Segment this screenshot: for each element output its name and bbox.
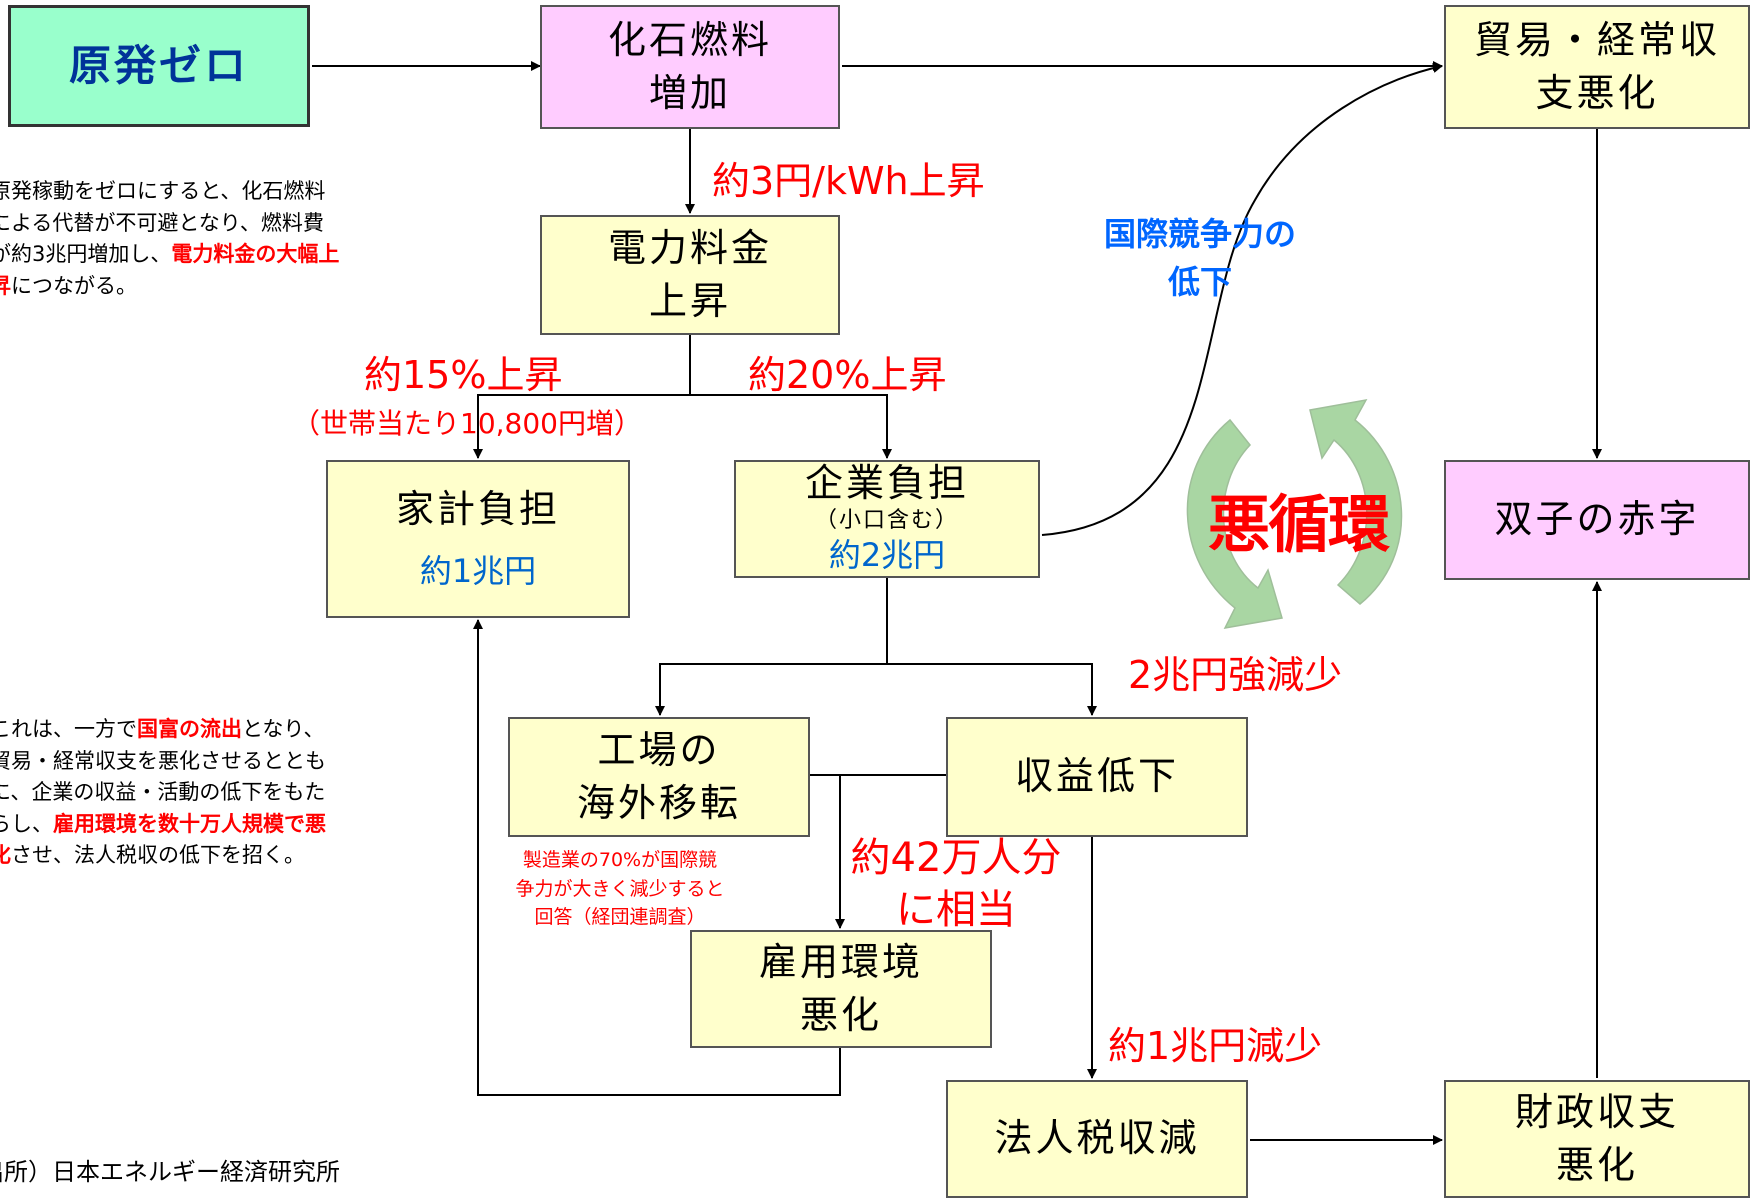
node-fiscal-balance: 財政収支 悪化 [1444,1080,1750,1198]
label-survey-note: 製造業の70%が国際競 争力が大きく減少すると 回答（経団連調査） [470,846,770,932]
node-power-price-line1: 電力料金 [607,225,772,270]
curve-competitiveness [1041,63,1443,536]
explanation-paragraph-2: これは、一方で国富の流出となり、貿易・経常収支を悪化させるとともに、企業の収益・… [0,714,340,872]
label-jobs-equivalent: 約42万人分 に相当 [826,832,1086,936]
node-factory-line2: 海外移転 [576,781,741,825]
node-employment: 雇用環境 悪化 [690,930,992,1048]
node-household-value: 約1兆円 [419,551,537,590]
p2-highlight-1: 国富の流出 [137,717,242,741]
node-fiscal-line1: 財政収支 [1514,1089,1679,1134]
p2-before: これは、一方で [0,717,137,741]
label-competitiveness: 国際競争力の 低下 [1060,210,1340,306]
arrow-corporate-split-right [887,663,1097,716]
arrow-corporate-split-left [655,578,888,716]
label-competitiveness-line2: 低下 [1167,263,1232,301]
node-corporate-title: 企業負担 [804,461,969,506]
node-corporate-sub: （小口含む） [814,507,959,533]
node-factory-relocation: 工場の 海外移転 [508,717,810,837]
label-vicious-cycle: 悪循環 [1208,488,1390,561]
node-corporate-tax-label: 法人税収減 [994,1116,1200,1161]
p1-before: 原発稼動をゼロにすると、化石燃料による代替が不可避となり、燃料費が約3兆円増加し… [0,179,326,266]
label-survey-line3: 回答（経団連調査） [534,906,706,928]
node-corporate-value: 約2兆円 [828,536,946,575]
node-corporate-burden: 企業負担 （小口含む） 約2兆円 [734,460,1040,578]
p1-highlight: 電力料金の大幅上昇 [0,242,340,298]
node-zero-nuclear: 原発ゼロ [8,5,310,127]
node-zero-nuclear-label: 原発ゼロ [68,40,249,90]
label-competitiveness-line1: 国際競争力の [1103,215,1296,253]
arrow-employment-to-household [473,619,841,1096]
node-trade-balance-line1: 貿易・経常収 [1473,17,1720,62]
arrow-power-split [473,335,691,459]
label-jobs-line2: に相当 [896,887,1016,933]
node-employment-line1: 雇用環境 [758,939,923,984]
p2-after: させ、法人税収の低下を招く。 [11,843,305,867]
node-fiscal-line2: 悪化 [1555,1143,1638,1187]
label-20-percent: 約20%上昇 [748,353,947,397]
node-power-price: 電力料金 上昇 [540,215,840,335]
label-15-percent: 約15%上昇 [364,353,563,397]
p2-highlight-2: 雇用環境を数十万人規模で悪化 [0,811,326,868]
node-profit-decline: 収益低下 [946,717,1248,837]
node-corporate-tax: 法人税収減 [946,1080,1248,1198]
node-trade-balance: 貿易・経常収 支悪化 [1444,5,1750,129]
explanation-paragraph-1: 原発稼動をゼロにすると、化石燃料による代替が不可避となり、燃料費が約3兆円増加し… [0,176,340,302]
node-trade-balance-line2: 支悪化 [1535,71,1659,115]
node-fossil-fuel-line2: 増加 [648,71,731,115]
source-note: （出所）日本エネルギー経済研究所 [0,1158,340,1186]
p2-middle: となり、貿易・経常収支を悪化させるとともに、企業の収益・活動の低下をもたらし、 [0,717,326,836]
node-employment-line2: 悪化 [799,993,882,1037]
label-household-note: （世帯当たり10,800円増） [292,407,642,440]
arrow-power-to-corporate [690,394,892,459]
node-household-burden: 家計負担 約1兆円 [326,460,630,618]
cycle-arrows-icon [1186,398,1403,629]
p1-after: につながる。 [11,273,137,298]
label-jobs-line1: 約42万人分 [850,835,1062,881]
label-survey-line1: 製造業の70%が国際競 [522,849,718,871]
node-profit-label: 収益低下 [1014,754,1179,799]
node-power-price-line2: 上昇 [648,279,731,323]
label-1-trillion-decline: 約1兆円減少 [1108,1024,1323,1068]
label-kwh-increase: 約3円/kWh上昇 [712,159,985,203]
node-factory-line1: 工場の [597,727,721,772]
node-fossil-fuel-line1: 化石燃料 [607,17,772,62]
node-twin-deficit: 双子の赤字 [1444,460,1750,580]
label-survey-line2: 争力が大きく減少すると [515,877,725,900]
node-fossil-fuel: 化石燃料 増加 [540,5,840,129]
node-twin-deficit-label: 双子の赤字 [1494,497,1700,542]
label-2-trillion-decline: 2兆円強減少 [1128,653,1343,697]
node-household-title: 家計負担 [395,487,560,532]
